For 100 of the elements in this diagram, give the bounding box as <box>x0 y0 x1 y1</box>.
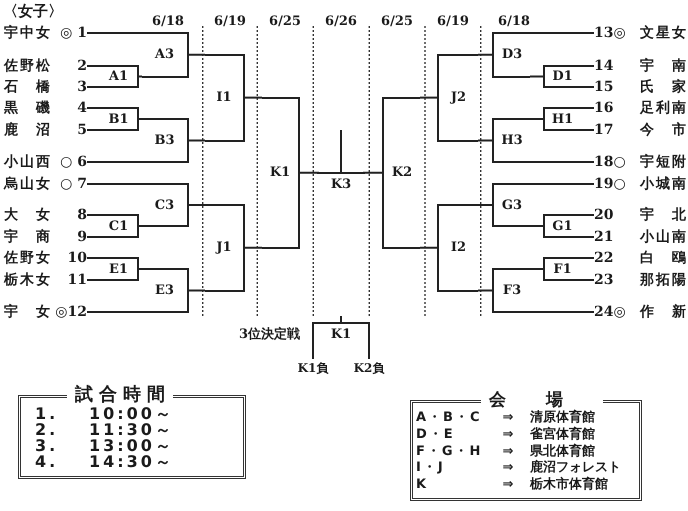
team-entry: 20 宇北 <box>594 206 687 224</box>
date-label: 6/25 <box>380 14 414 30</box>
bracket-line <box>580 65 594 67</box>
date-label: 6/18 <box>151 14 185 30</box>
match-bracket: D1 <box>543 65 580 88</box>
date-label: 6/26 <box>324 14 358 30</box>
bracket-line <box>530 268 544 270</box>
match-bracket: H3 <box>492 118 530 163</box>
team-entry: 鹿沼 5 <box>4 121 87 139</box>
bracket-line <box>188 204 205 206</box>
bracket-line <box>87 183 142 185</box>
bracket-line <box>580 86 594 88</box>
match-bracket: C3 <box>142 183 189 227</box>
match-bracket: D3 <box>492 32 530 78</box>
bracket-line <box>420 246 438 249</box>
venue-row: I・J ⇒ 鹿沼フォレスト <box>416 460 621 476</box>
team-entry: 13◎ 文星女 <box>594 24 687 42</box>
match-bracket: E3 <box>142 268 189 313</box>
bracket-line <box>188 140 205 142</box>
bracket-line <box>580 279 594 281</box>
team-entry: 22 白鴎 <box>594 249 687 267</box>
match-bracket: C1 <box>100 214 139 238</box>
bracket-line <box>340 130 342 173</box>
bracket-line <box>363 172 383 174</box>
bracket-line <box>530 118 544 120</box>
venue-row-text: F・G・H ⇒ 県北体育館 <box>416 444 595 460</box>
bracket-caption: 3位決定戦 <box>238 327 300 343</box>
bracket-line <box>244 96 262 99</box>
bracket-line <box>138 225 142 227</box>
bracket-line <box>530 32 594 34</box>
match-bracket: F3 <box>492 268 530 313</box>
bracket-line <box>340 316 342 323</box>
team-entry: 石橋 3 <box>4 78 87 96</box>
bracket-line <box>138 118 142 120</box>
match-bracket: K1 <box>312 322 370 344</box>
match-bracket: G3 <box>492 183 530 227</box>
team-entry: 24◎ 作新 <box>594 303 687 321</box>
bracket-line <box>299 172 319 174</box>
match-bracket: E1 <box>100 257 139 281</box>
team-entry: 烏山女 ○ 7 <box>4 175 87 193</box>
bracket-line <box>580 129 594 131</box>
team-entry: 宇商 9 <box>4 228 87 246</box>
team-entry: 19○ 小城南 <box>594 175 687 193</box>
team-entry: 15 氏家 <box>594 78 687 96</box>
bracket-line <box>530 311 594 313</box>
venue-row: A・B・C ⇒ 清原体育館 <box>416 410 595 426</box>
bracket-line <box>580 214 594 216</box>
date-label: 6/18 <box>497 14 531 30</box>
match-bracket: K3 <box>317 172 365 194</box>
bracket-line <box>87 279 100 281</box>
heading: 〈女子〉 <box>3 2 63 20</box>
team-entry: 宇女 ◎12 <box>4 303 87 321</box>
team-entry: 小山西 ○ 6 <box>4 153 87 171</box>
team-entry: 17 今市 <box>594 121 687 139</box>
date-label: 6/19 <box>436 14 470 30</box>
bracket-line <box>138 76 142 78</box>
team-entry: 大女 8 <box>4 206 87 224</box>
team-entry: 21 小山南 <box>594 228 687 246</box>
bracket-line <box>530 161 594 163</box>
bracket-line <box>244 246 262 249</box>
panel-title: 会場 <box>481 390 603 410</box>
match-bracket: J2 <box>437 54 478 142</box>
bracket-line <box>87 129 100 131</box>
bracket-line <box>87 65 100 67</box>
team-entry: 18○ 宇短附 <box>594 153 687 171</box>
team-entry: 16 足利南 <box>594 99 687 117</box>
match-bracket: J1 <box>205 204 245 292</box>
bracket-line <box>580 236 594 238</box>
bracket-line <box>87 236 100 238</box>
bracket-label: K2負 <box>351 360 387 376</box>
match-bracket: F1 <box>543 257 580 281</box>
bracket-line <box>312 323 314 359</box>
venue-row: K ⇒ 栃木市体育館 <box>416 477 608 494</box>
match-bracket: B3 <box>142 118 189 163</box>
date-label: 6/25 <box>268 14 302 30</box>
bracket-line <box>138 268 142 270</box>
team-entry: 佐野女 10 <box>4 249 87 267</box>
bracket-line <box>530 225 544 227</box>
bracket-label: K1負 <box>295 360 331 376</box>
bracket-line <box>580 107 594 109</box>
bracket-line <box>188 290 205 292</box>
bracket-line <box>530 76 544 78</box>
team-entry: 23 那拓陽 <box>594 271 687 289</box>
match-bracket: A3 <box>142 32 189 78</box>
match-bracket: I2 <box>437 204 478 292</box>
match-bracket: K1 <box>262 96 300 249</box>
team-entry: 栃木女 11 <box>4 271 87 289</box>
match-bracket: I1 <box>205 54 245 142</box>
bracket-line <box>478 54 493 56</box>
bracket-line <box>188 54 205 56</box>
schedule-row: 2. 11:30～ <box>35 421 174 438</box>
match-bracket: B1 <box>100 107 139 131</box>
match-bracket: A1 <box>100 65 139 88</box>
bracket-line <box>87 161 142 163</box>
bracket-line <box>478 204 493 206</box>
team-entry: 黒磯 4 <box>4 99 87 117</box>
bracket-line <box>87 86 100 88</box>
match-bracket: H1 <box>543 107 580 131</box>
team-entry: 佐野松 2 <box>4 57 87 75</box>
bracket-line <box>87 214 100 216</box>
